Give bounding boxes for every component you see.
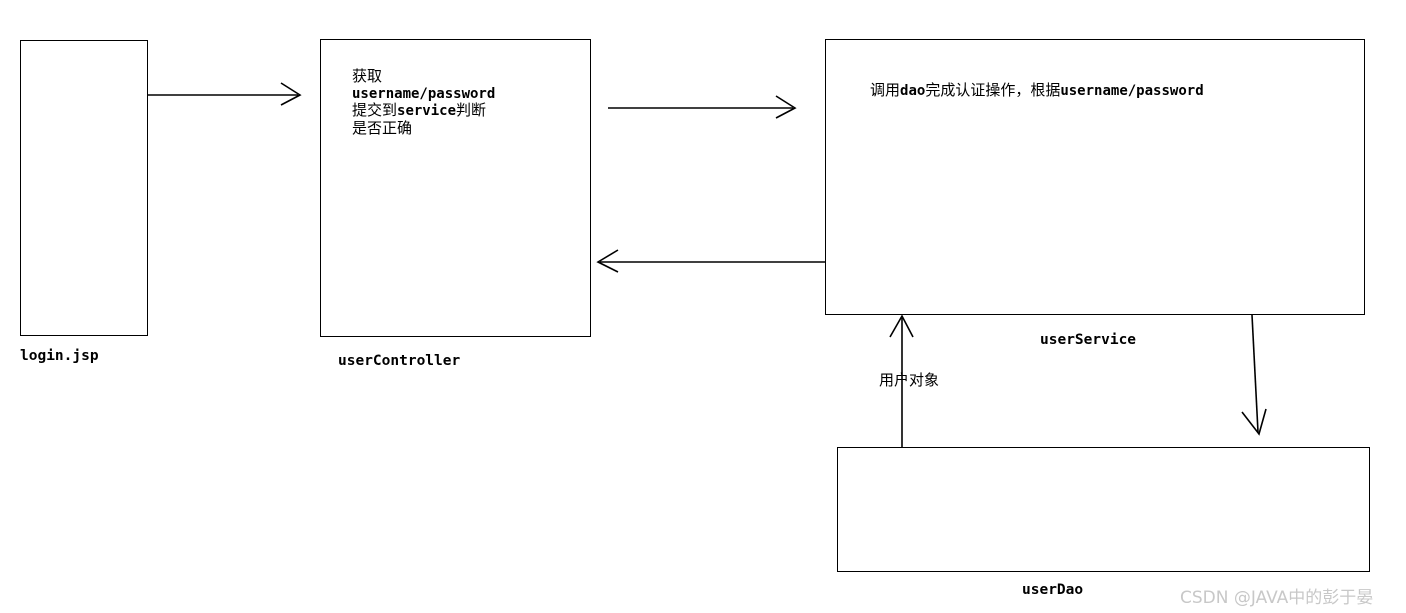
controller-line-2: username/password <box>352 85 496 102</box>
watermark: CSDN @JAVA中的彭于晏 <box>1180 588 1374 608</box>
box-user-service-text: 调用dao完成认证操作，根据username/password <box>870 82 1340 100</box>
service-line-1: 调用dao完成认证操作，根据username/password <box>870 81 1204 99</box>
arrow-service-to-controller <box>596 249 825 273</box>
edge-label-user-object: 用户对象 <box>879 371 940 389</box>
box-user-service[interactable] <box>825 39 1365 315</box>
box-user-dao[interactable] <box>837 447 1370 572</box>
arrow-service-to-dao <box>1241 314 1267 436</box>
caption-user-dao: userDao <box>1022 582 1084 598</box>
box-user-controller[interactable] <box>320 39 591 337</box>
caption-user-controller: userController <box>338 353 461 369</box>
controller-line-3: 提交到service判断 <box>352 101 487 120</box>
caption-login-jsp: login.jsp <box>20 348 99 364</box>
controller-line-1: 获取 <box>352 67 383 85</box>
caption-user-service: userService <box>1040 332 1137 348</box>
arrow-dao-to-service <box>889 314 914 447</box>
controller-line-4: 是否正确 <box>352 119 413 138</box>
box-login-jsp[interactable] <box>20 40 148 336</box>
arrow-controller-to-service <box>608 95 797 119</box>
arrow-login-to-controller <box>148 82 302 106</box>
